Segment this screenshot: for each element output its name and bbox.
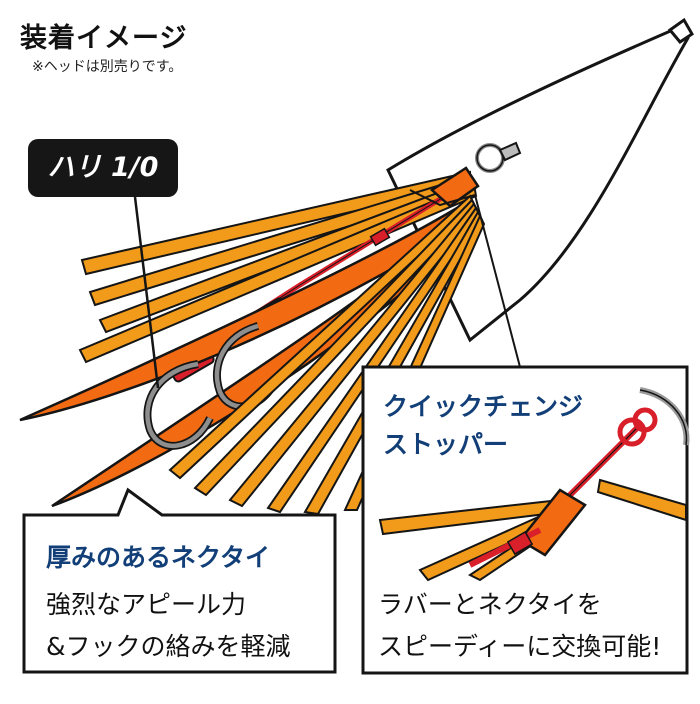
- necktie-tail-upper: [19, 203, 472, 422]
- stopper-closeup: [378, 387, 690, 582]
- page-title: 装着イメージ: [20, 23, 188, 54]
- hook-pointer-line: [133, 196, 160, 389]
- stopper-description-line-2: スピーディーに交換可能!: [378, 632, 662, 661]
- stopper-pointer-line: [409, 189, 476, 207]
- necktie-heading: 厚みのあるネクタイ: [46, 543, 271, 572]
- rubber-skirt-back: [78, 170, 478, 364]
- necktie-description-line-2: &フックの絡みを軽減: [46, 632, 291, 661]
- head-tip: [667, 17, 694, 44]
- left-callout-bubble: [22, 487, 337, 674]
- hook-label-box: ハリ 1/0: [28, 139, 178, 197]
- hook-size-label: ハリ 1/0: [47, 152, 159, 183]
- quick-change-stopper: [429, 166, 480, 208]
- stopper-heading-line-2: ストッパー: [383, 430, 509, 459]
- stopper-heading-line-1: クイックチェンジ: [383, 392, 584, 421]
- swivel: [498, 141, 522, 162]
- necktie-description-line-1: 強烈なアピール力: [46, 590, 247, 619]
- rubber-skirt-front: [168, 194, 486, 516]
- stopper-description-line-1: ラバーとネクタイを: [378, 590, 602, 619]
- stopper-knot: [369, 227, 391, 247]
- head-sold-separately-note: ※ヘッドは別売りです。: [32, 59, 183, 75]
